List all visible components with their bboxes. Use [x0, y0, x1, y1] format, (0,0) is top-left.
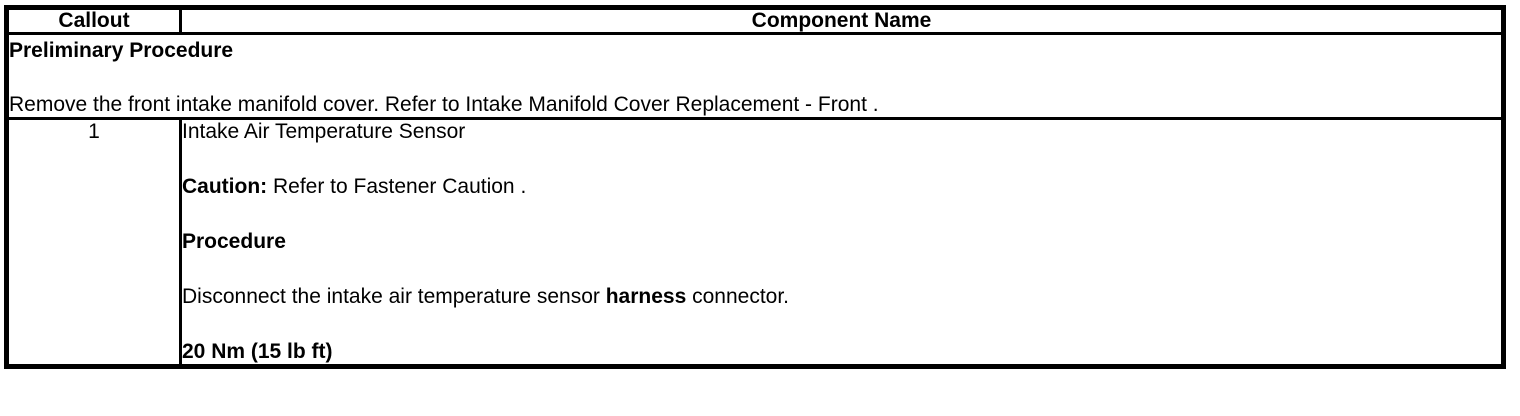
column-header-callout: Callout: [5, 6, 182, 35]
preliminary-procedure-cell: Preliminary Procedure Remove the front i…: [5, 32, 1505, 120]
preliminary-procedure-text: Remove the front intake manifold cover. …: [9, 93, 879, 116]
header-row: Callout Component Name: [5, 6, 1505, 35]
component-detail-cell: Intake Air Temperature Sensor Caution: R…: [179, 117, 1505, 368]
torque-specification: 20 Nm (15 lb ft): [182, 340, 333, 363]
procedure-step-text-before: Disconnect the intake air temperature se…: [182, 285, 606, 308]
table-header: Callout Component Name: [5, 6, 1505, 35]
preliminary-procedure-row: Preliminary Procedure Remove the front i…: [5, 32, 1505, 120]
column-header-component-name: Component Name: [179, 6, 1505, 35]
caution-text: Refer to Fastener Caution .: [267, 175, 527, 198]
caution-paragraph: Caution: Refer to Fastener Caution .: [182, 175, 1501, 230]
procedure-step-text-after: connector.: [686, 285, 789, 308]
component-title: Intake Air Temperature Sensor: [182, 120, 466, 143]
procedure-step: Disconnect the intake air temperature se…: [182, 285, 1501, 340]
table-body: Preliminary Procedure Remove the front i…: [5, 32, 1505, 368]
procedure-step-emphasis: harness: [605, 285, 687, 308]
table-row: 1 Intake Air Temperature Sensor Caution:…: [5, 117, 1505, 368]
caution-label: Caution:: [182, 175, 268, 198]
preliminary-procedure-title: Preliminary Procedure: [9, 39, 234, 62]
procedure-heading: Procedure: [182, 230, 286, 253]
callout-number-cell: 1: [5, 117, 182, 368]
component-callout-table: Callout Component Name Preliminary Proce…: [4, 5, 1506, 369]
